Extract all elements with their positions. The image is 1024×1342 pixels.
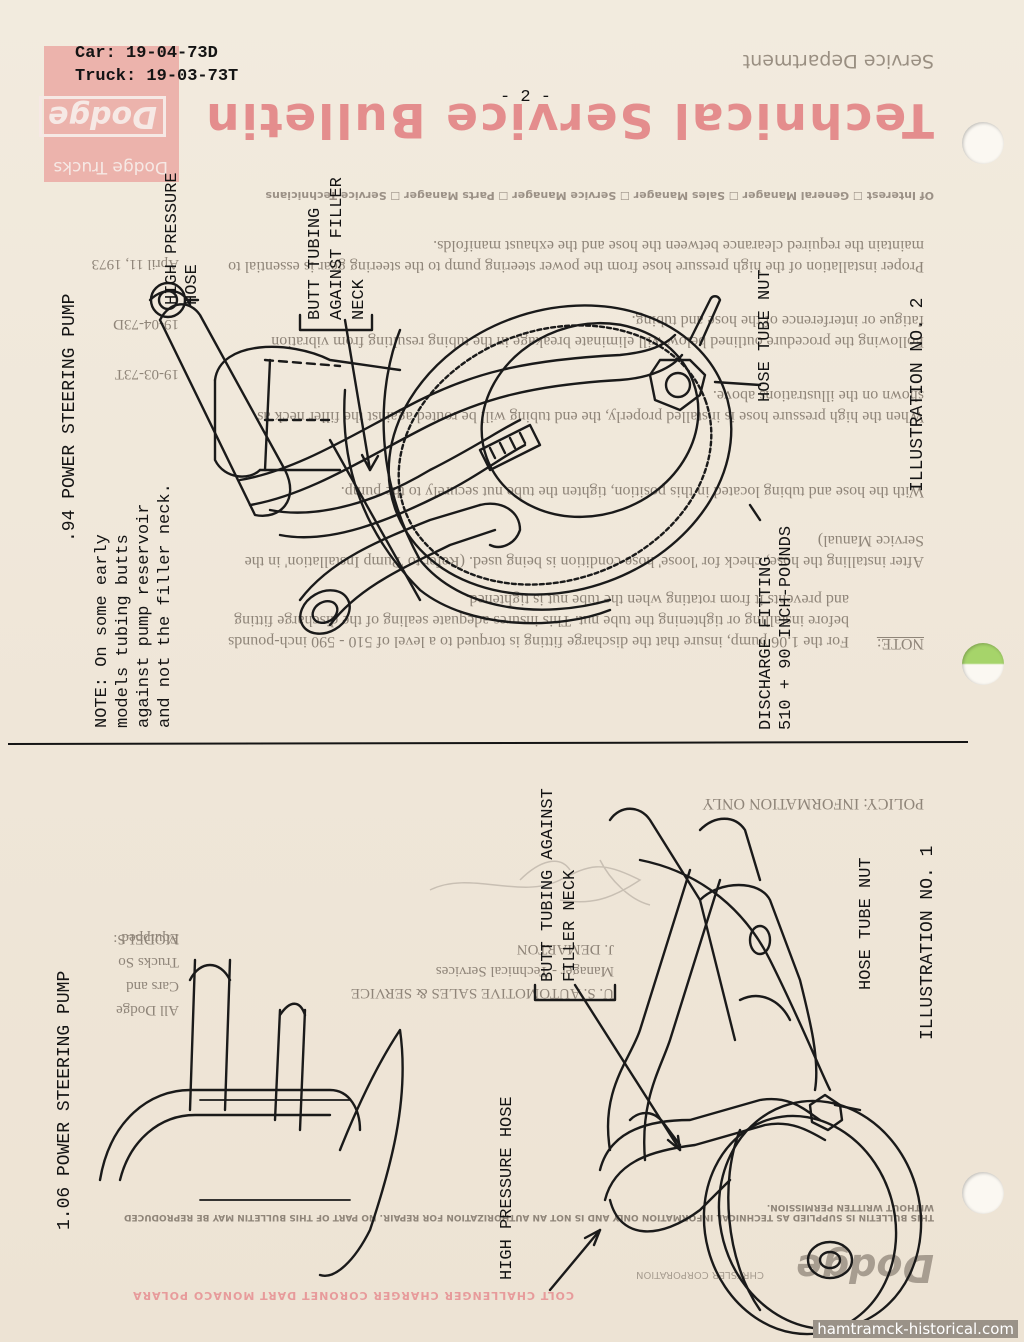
illustration-2-discharge-fitting-label: DISCHARGE FITTING (757, 556, 776, 730)
illustration-2-hose-tube-nut-label: HOSE TUBE NUT (756, 269, 775, 402)
illustration-2-note: NOTE: On some early models tubing butts … (93, 483, 175, 728)
illustration-2-high-pressure-hose-label: HIGH PRESSURE HOSE (163, 172, 202, 305)
illustration-1-butt-tubing-label: BUTT TUBING AGAINST FILLER NECK (539, 788, 580, 982)
illustration-1-hose-tube-nut-label: HOSE TUBE NUT (857, 857, 876, 990)
watermark: hamtramck-historical.com (813, 1320, 1018, 1338)
punch-hole-middle (962, 643, 1004, 685)
truck-code: Truck: 19-03-73T (75, 67, 239, 86)
punch-hole-bottom (962, 1172, 1004, 1214)
car-code: Car: 19-04-73D (75, 44, 218, 63)
illustration-2-butt-tubing-label: BUTT TUBING AGAINST FILLER NECK (306, 177, 369, 320)
illustration-1-pump-label: 1.06 POWER STEERING PUMP (55, 970, 75, 1230)
illustration-1-caption: ILLUSTRATION NO. 1 (918, 845, 938, 1040)
illustration-2-pump-label: .94 POWER STEERING PUMP (60, 293, 80, 542)
illustration-2-torque-label: 510 + 90 INCH-POUNDS (777, 525, 796, 730)
illustration-2-caption: ILLUSTRATION NO. 2 (908, 297, 928, 492)
punch-hole-top (962, 122, 1004, 164)
illustration-1-high-pressure-hose-label: HIGH PRESSURE HOSE (498, 1096, 517, 1280)
page-number: - 2 - (500, 88, 552, 107)
